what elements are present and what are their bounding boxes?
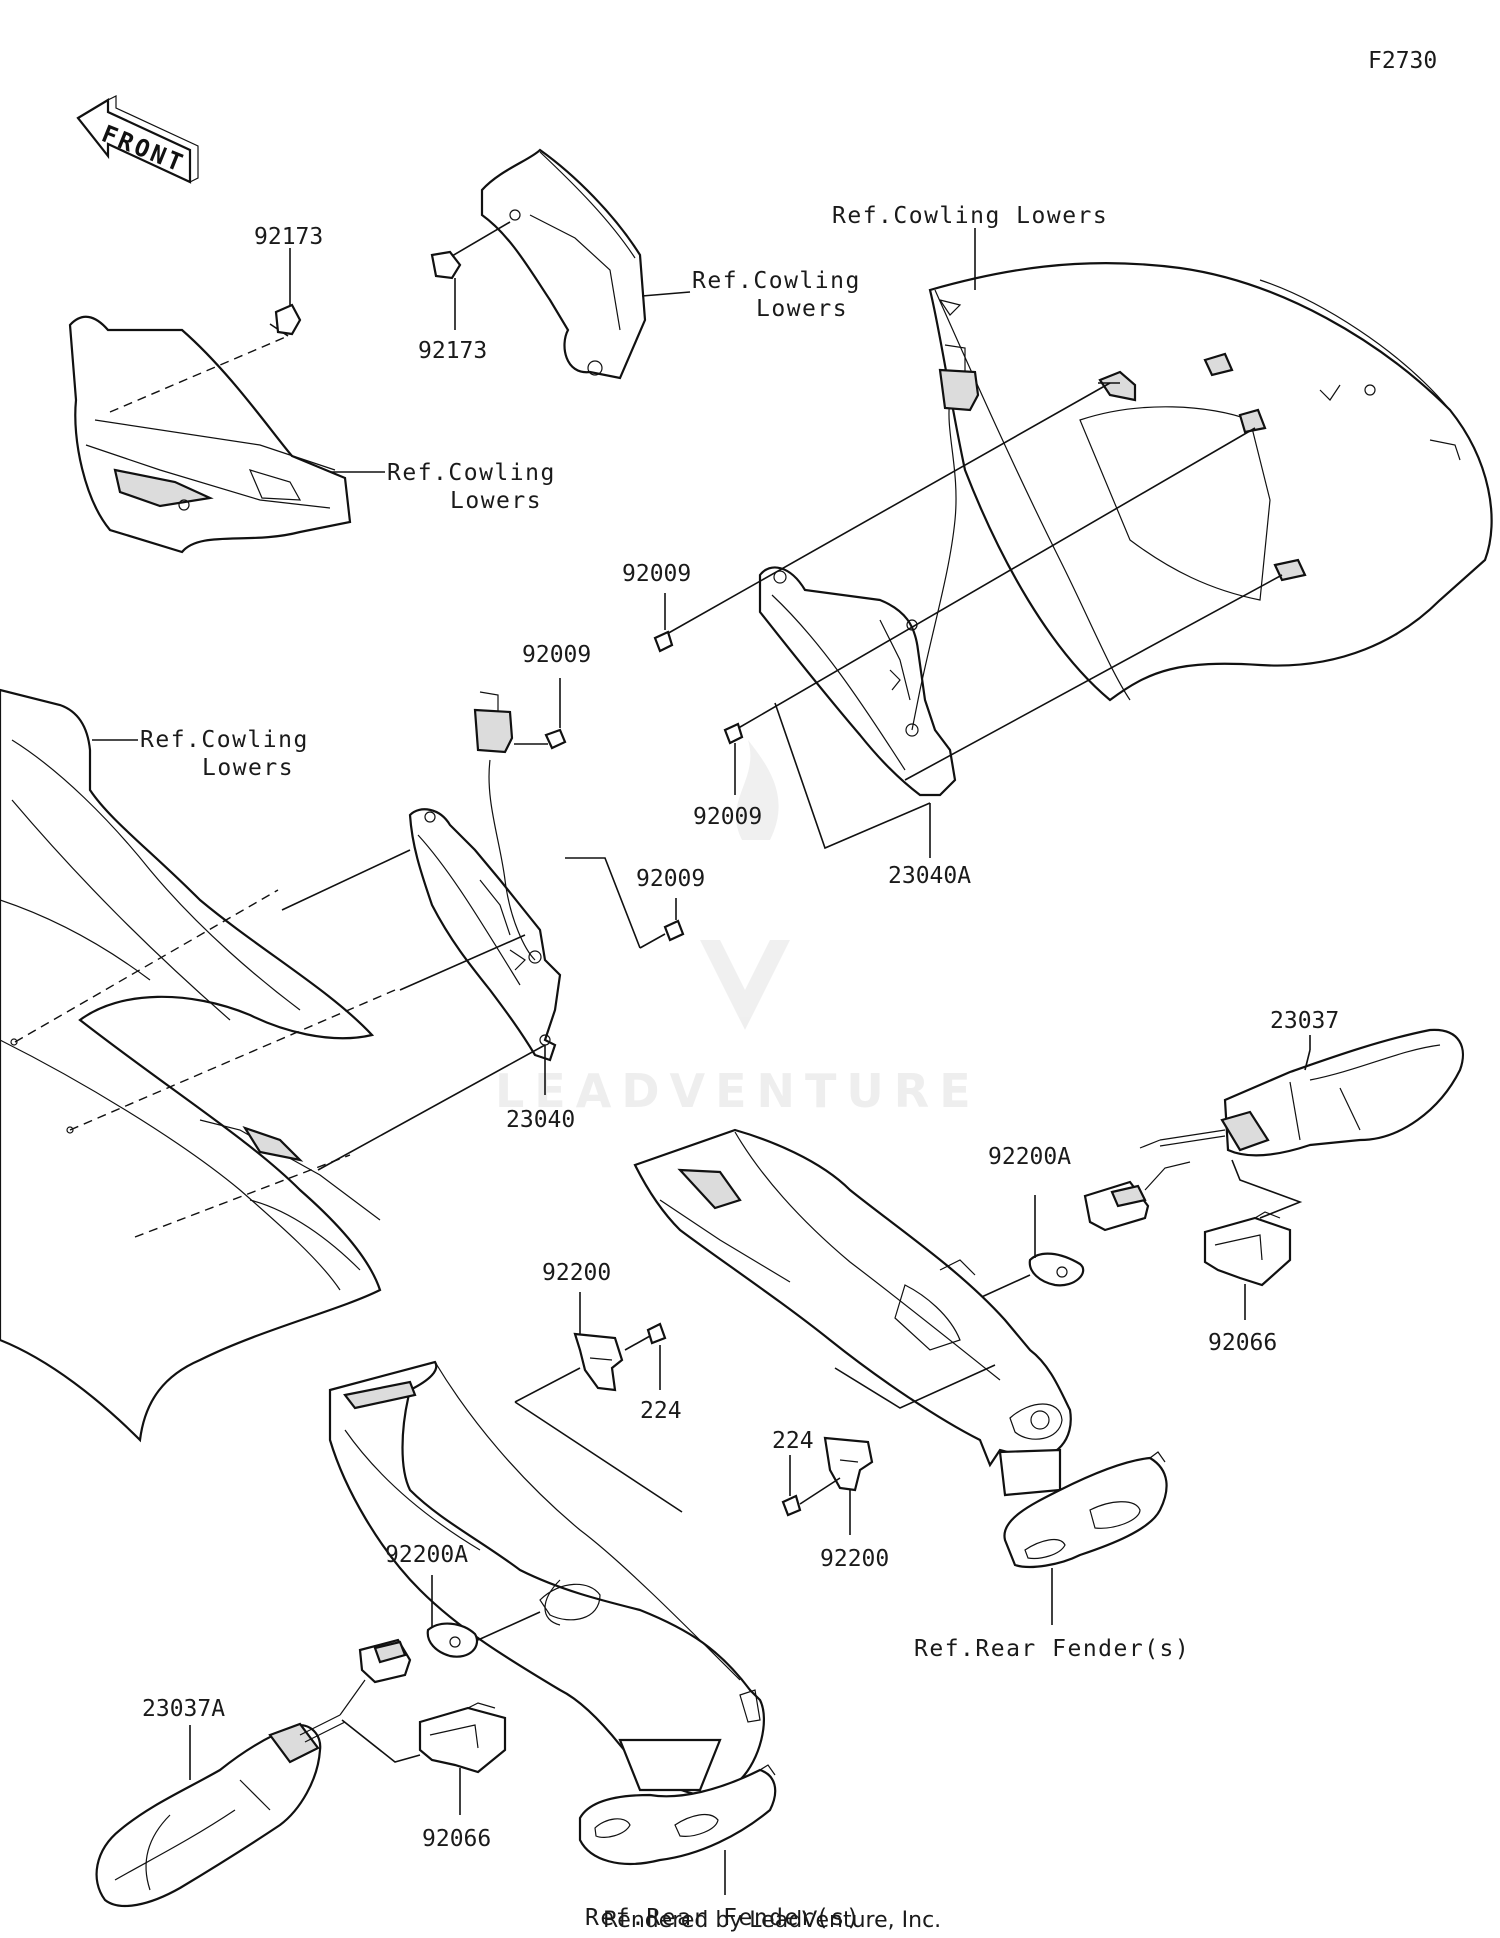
- ref-rear-fender-b: Ref.Rear Fender(s): [585, 1905, 861, 1931]
- callout-92009-b: 92009: [693, 804, 762, 830]
- screw-92009-b-icon: [723, 722, 744, 745]
- watermark-text: LEADVENTURE: [495, 1064, 981, 1118]
- mount-23040-part: [408, 691, 562, 1062]
- callout-224-b: 224: [772, 1428, 814, 1454]
- holder-92066-b-icon: [418, 1702, 507, 1774]
- screw-92009-a-icon: [653, 630, 674, 653]
- lower-rear-stay-part: [328, 1360, 777, 1865]
- callout-92200-a: 92200: [542, 1260, 611, 1286]
- front-arrow-icon: FRONT: [76, 95, 199, 184]
- diagram-id: F2730: [1368, 48, 1437, 74]
- screw-224-b-icon: [781, 1494, 802, 1517]
- clip-92173-a-icon: [274, 303, 302, 336]
- plate-92200A-b-icon: [426, 1622, 478, 1658]
- upper-right-cowling-part: [928, 262, 1493, 702]
- turn-signal-23037-part: [1139, 1028, 1464, 1157]
- screw-224-a-icon: [646, 1322, 667, 1345]
- clip-92173-b-icon: [430, 250, 462, 280]
- ref-cowling-mid-1: Ref.Cowling: [692, 268, 861, 294]
- callout-92066-a: 92066: [1208, 1330, 1277, 1356]
- callout-92009-c: 92009: [522, 642, 591, 668]
- mount-23040A-part: [758, 344, 980, 797]
- callout-92066-b: 92066: [422, 1826, 491, 1852]
- callout-92200A-a: 92200A: [988, 1144, 1071, 1170]
- callout-92200-b: 92200: [820, 1546, 889, 1572]
- holder-92066-a-icon: [1203, 1211, 1292, 1287]
- screw-92009-c-icon: [544, 728, 567, 750]
- callout-92200A-b: 92200A: [385, 1542, 468, 1568]
- ref-rear-fender-a: Ref.Rear Fender(s): [914, 1636, 1190, 1662]
- callout-92173-a: 92173: [254, 224, 323, 250]
- ref-cowling-left-2: Lowers: [450, 488, 542, 514]
- left-big-cowling-part: [0, 688, 396, 1443]
- callout-23040A: 23040A: [888, 863, 971, 889]
- connector-23037A-icon: [339, 1638, 412, 1716]
- bracket-92200-a-icon: [573, 1332, 624, 1392]
- turn-signal-23037A-part: [95, 1714, 346, 1908]
- screw-92009-d-icon: [663, 919, 685, 942]
- upper-left-cowling-part: [68, 315, 352, 554]
- connector-23037-icon: [1083, 1161, 1191, 1232]
- leadventure-watermark: LEADVENTURE: [495, 740, 981, 1118]
- callout-92009-a: 92009: [622, 561, 691, 587]
- upper-bracket-part: [480, 148, 647, 380]
- bracket-92200-b-icon: [823, 1436, 874, 1492]
- upper-rear-stay-part: [633, 1128, 1168, 1569]
- callout-92009-d: 92009: [636, 866, 705, 892]
- ref-cowling-left-1: Ref.Cowling: [387, 460, 556, 486]
- callout-23040: 23040: [506, 1107, 575, 1133]
- callout-23037: 23037: [1270, 1008, 1339, 1034]
- plate-92200A-a-icon: [1028, 1252, 1085, 1287]
- callout-23037A: 23037A: [142, 1696, 225, 1722]
- ref-cowling-big-2: Lowers: [202, 755, 294, 781]
- callout-224-a: 224: [640, 1398, 682, 1424]
- ref-cowling-big-1: Ref.Cowling: [140, 727, 309, 753]
- callout-92173-b: 92173: [418, 338, 487, 364]
- ref-cowling-top: Ref.Cowling Lowers: [832, 203, 1108, 229]
- ref-cowling-mid-2: Lowers: [756, 296, 848, 322]
- footer-credit: Rendered by LeadVenture, Inc.: [603, 1908, 941, 1933]
